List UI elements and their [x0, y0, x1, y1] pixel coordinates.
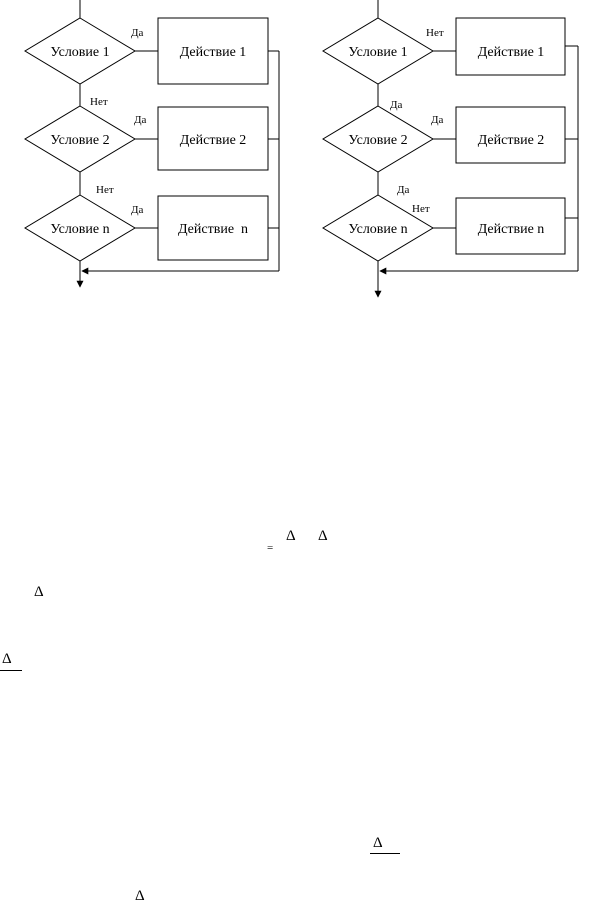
right-flowchart: [322, 0, 579, 298]
left-condition-n-label: Условие n: [50, 222, 109, 237]
left-condition-2-label: Условие 2: [50, 133, 109, 148]
right-label-2: Да: [390, 99, 403, 111]
left-yes-2-label: Да: [134, 114, 147, 126]
fraction-bar-1: [0, 670, 22, 671]
right-action-2-label: Действие 2: [478, 133, 545, 148]
right-condition-2-label: Условие 2: [348, 133, 407, 148]
right-condition-n-label: Условие n: [348, 222, 407, 237]
formula-delta-6: Δ: [135, 888, 145, 904]
left-action-n-box: [157, 195, 269, 261]
right-label-1: Нет: [426, 27, 444, 39]
formula-delta-4: Δ: [2, 651, 12, 667]
left-action-n-label: Действие n: [178, 222, 248, 237]
formula-delta-5: Δ: [373, 835, 383, 851]
left-no-2-label: Нет: [96, 184, 114, 196]
left-yes-1-label: Да: [131, 27, 144, 39]
right-action-n-label: Действие n: [478, 222, 545, 237]
left-no-1-label: Нет: [90, 96, 108, 108]
left-action-1-box: [157, 17, 269, 85]
left-condition-1-label: Условие 1: [50, 45, 109, 60]
fraction-bar-2: [370, 853, 400, 854]
left-action-1-label: Действие 1: [180, 45, 247, 60]
formula-delta-3: Δ: [34, 584, 44, 600]
right-action-1-box: [455, 17, 566, 76]
right-action-1-label: Действие 1: [478, 45, 545, 60]
left-yes-n-label: Да: [131, 204, 144, 216]
right-action-2-box: [455, 106, 566, 164]
right-label-4: Да: [397, 184, 410, 196]
right-condition-1-label: Условие 1: [348, 45, 407, 60]
formula-delta-1: Δ: [286, 528, 296, 544]
right-label-3: Да: [431, 114, 444, 126]
right-label-5: Нет: [412, 203, 430, 215]
left-flowchart: [24, 0, 280, 288]
right-action-n-box: [455, 197, 566, 255]
formula-delta-2: Δ: [318, 528, 328, 544]
formula-eq-sign: =: [267, 542, 274, 554]
left-action-2-label: Действие 2: [180, 133, 247, 148]
